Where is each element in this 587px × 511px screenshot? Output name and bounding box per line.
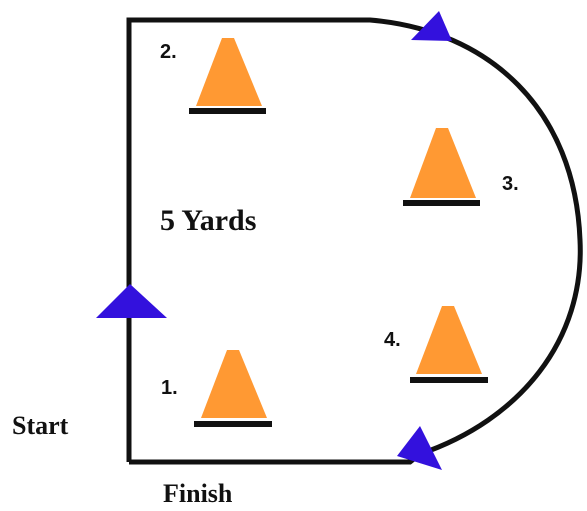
cone-2-icon <box>189 38 266 114</box>
start-label: Start <box>12 411 69 440</box>
cone-3-icon <box>403 128 480 206</box>
cone-4-number: 4. <box>384 329 401 351</box>
cone-1-number: 1. <box>161 377 178 399</box>
finish-label: Finish <box>163 479 233 508</box>
distance-label: 5 Yards <box>160 204 257 237</box>
cone-4-icon <box>410 306 488 383</box>
cone-2-number: 2. <box>160 41 177 63</box>
arrow-bottom-right-icon <box>397 426 442 470</box>
cone-3-number: 3. <box>502 173 519 195</box>
cone-1-icon <box>194 350 272 427</box>
arrow-top-right-icon <box>411 11 452 41</box>
drill-route-path <box>126 17 583 465</box>
arrow-up-left-icon <box>96 284 167 318</box>
